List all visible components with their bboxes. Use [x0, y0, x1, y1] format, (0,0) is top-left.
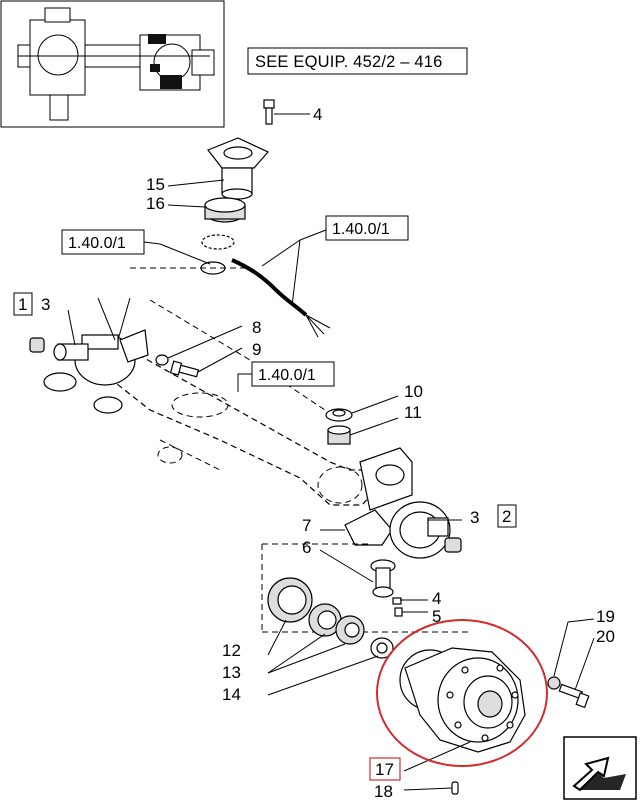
ref-box-center[interactable]: 1.40.0/1: [251, 361, 335, 387]
part-sensor-cable: [231, 258, 331, 338]
see-equip-label: SEE EQUIP. 452/2 – 416: [255, 53, 443, 71]
ref-box-right[interactable]: 1.40.0/1: [325, 215, 409, 241]
callout-3: 3: [41, 295, 50, 314]
part-nut-14: [370, 637, 394, 659]
callout-1-box[interactable]: 1: [13, 292, 33, 316]
part-washer-8: [155, 354, 169, 366]
callout-12: 12: [222, 641, 241, 660]
part-nut-5: [394, 607, 403, 617]
part-bearing-cone-13: [308, 603, 365, 645]
callout-18: 18: [374, 782, 393, 801]
callout-16: 16: [146, 194, 165, 213]
axle-overview-thumbnail[interactable]: [0, 0, 225, 128]
callout-14: 14: [222, 685, 241, 704]
part-bolt-20: [558, 683, 590, 709]
callout-20: 20: [596, 627, 615, 646]
callout-17: 17: [375, 760, 394, 779]
callout-labels: 4 15 16 3 8 9 10 11 7 6 3 4 5 12 13 14 1…: [41, 105, 615, 801]
callout-9: 9: [252, 340, 261, 359]
highlight-circle: [376, 619, 548, 767]
part-pin-18: [451, 781, 459, 795]
part-king-pin-15: [207, 137, 269, 200]
part-right-knuckle: [344, 447, 451, 559]
callout-5: 5: [432, 607, 441, 626]
ref-center-label: 1.40.0/1: [258, 367, 316, 384]
callout-2: 2: [502, 507, 511, 526]
callout-11: 11: [404, 403, 422, 422]
part-left-knuckle: [43, 329, 149, 414]
part-bearing-16: [204, 197, 246, 223]
callout-8: 8: [252, 318, 261, 337]
part-bushing-11: [327, 425, 351, 445]
callout-6: 6: [302, 538, 311, 557]
part-hub-housing-17: [399, 647, 526, 753]
callout-3-right: 3: [470, 508, 479, 527]
ref-right-label: 1.40.0/1: [332, 221, 390, 238]
callout-2-box[interactable]: 2: [497, 504, 517, 528]
next-page-arrow-icon[interactable]: [563, 736, 637, 800]
part-left-cap-3: [29, 337, 45, 353]
part-right-cap-3: [444, 537, 462, 553]
callout-1: 1: [18, 295, 27, 314]
part-seal-10: [325, 408, 353, 422]
callout-4-lower: 4: [432, 589, 441, 608]
part-pin-6: [370, 559, 396, 598]
part-bolt-9: [169, 360, 200, 378]
callout-7: 7: [302, 516, 311, 535]
axle-housing: [111, 267, 381, 506]
callout-17-box[interactable]: 17: [369, 757, 401, 781]
see-equip-reference[interactable]: SEE EQUIP. 452/2 – 416: [247, 47, 468, 75]
callout-10: 10: [404, 382, 423, 401]
ref-box-left[interactable]: 1.40.0/1: [61, 229, 145, 255]
part-bolt-4-lower: [392, 597, 402, 605]
part-lower-bearing-group: [200, 234, 235, 275]
callout-19: 19: [596, 607, 615, 626]
callout-4: 4: [313, 105, 322, 124]
callout-13: 13: [222, 663, 241, 682]
part-bolt-4-upper: [263, 99, 275, 125]
callout-15: 15: [146, 175, 165, 194]
part-washer-19: [547, 676, 561, 690]
ref-left-label: 1.40.0/1: [68, 235, 126, 252]
part-bearing-cup-12: [267, 577, 313, 623]
